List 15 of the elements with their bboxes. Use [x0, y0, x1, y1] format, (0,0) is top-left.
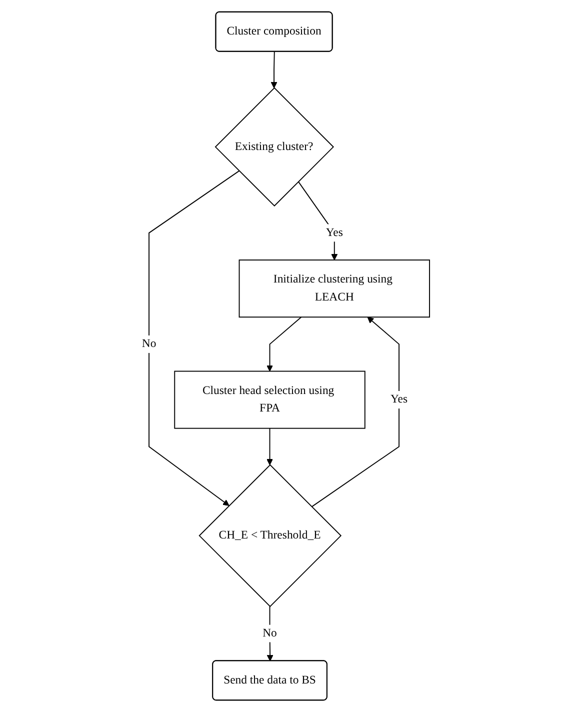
node-diamond: CH_E < Threshold_E — [199, 464, 342, 608]
node-box: Cluster head selection using FPA — [174, 370, 366, 429]
arrow — [266, 428, 274, 466]
arrow — [267, 606, 274, 662]
node-diamond: Existing cluster? — [215, 87, 334, 207]
edge-label: Yes — [390, 393, 408, 406]
arrow — [266, 316, 302, 372]
edge-label: Yes — [326, 226, 344, 239]
edge-label: No — [262, 626, 278, 640]
arrow — [311, 316, 400, 508]
arrow — [271, 51, 278, 88]
edge-label: No — [142, 338, 156, 350]
arrow — [298, 181, 338, 260]
arrow — [148, 170, 240, 506]
node-box: Initialize clustering using LEACH — [239, 260, 430, 318]
